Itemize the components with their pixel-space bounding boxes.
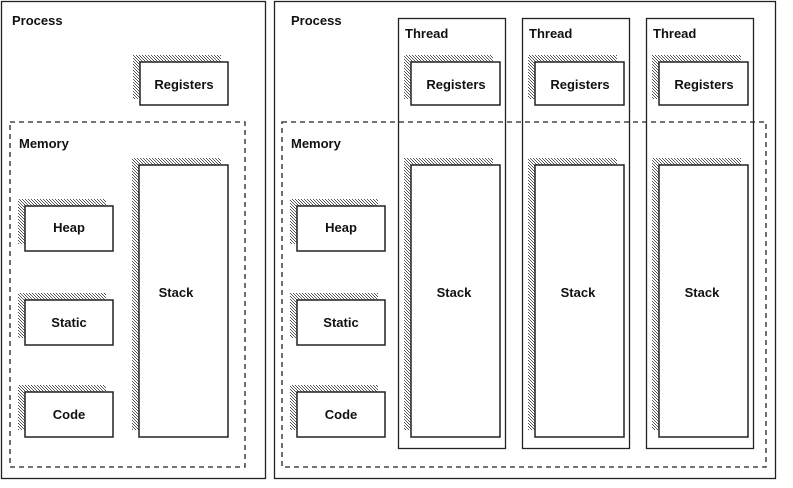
thread-1-registers-label: Registers (426, 77, 485, 92)
single-heap-box: Heap (18, 199, 114, 252)
single-process: Process Registers Memory Heap Static Cod… (0, 0, 267, 480)
thread-3-registers-label: Registers (674, 77, 733, 92)
multi-memory-frame (281, 121, 767, 468)
thread-3-stack-label: Stack (685, 285, 720, 300)
thread-1-stack-label: Stack (437, 285, 472, 300)
thread-1-label: Thread (405, 26, 448, 41)
multi-memory-label: Memory (291, 136, 342, 151)
thread-3: Thread Registers Stack (645, 17, 755, 450)
multi-heap-label: Heap (325, 220, 357, 235)
multi-process-label: Process (291, 13, 342, 28)
multi-static-label: Static (323, 315, 358, 330)
single-process-label: Process (12, 13, 63, 28)
thread-3-frame (645, 17, 755, 450)
single-code-label: Code (53, 407, 86, 422)
single-memory-label: Memory (19, 136, 70, 151)
thread-3-label: Thread (653, 26, 696, 41)
multi-memory-region: Memory (281, 121, 767, 468)
multi-heap-box: Heap (290, 199, 386, 252)
thread-2-registers-label: Registers (550, 77, 609, 92)
single-process-frame (0, 0, 267, 480)
thread-2-stack-label: Stack (561, 285, 596, 300)
multi-static-box: Static (290, 293, 386, 346)
single-memory-region: Memory (9, 121, 246, 468)
thread-2-frame (521, 17, 631, 450)
thread-1: Thread Registers Stack (397, 17, 507, 450)
thread-2-label: Thread (529, 26, 572, 41)
single-registers-label: Registers (154, 77, 213, 92)
thread-2: Thread Registers Stack (521, 17, 631, 450)
multi-process: Process Memory Heap Static Code Thread (273, 0, 777, 480)
multi-code-box: Code (290, 385, 386, 438)
single-static-box: Static (18, 293, 114, 346)
single-stack-box: Stack (132, 158, 229, 438)
thread-1-frame (397, 17, 507, 450)
single-stack-label: Stack (159, 285, 194, 300)
single-registers-box: Registers (133, 55, 229, 106)
multi-code-label: Code (325, 407, 358, 422)
single-code-box: Code (18, 385, 114, 438)
single-heap-label: Heap (53, 220, 85, 235)
multi-process-frame (273, 0, 777, 480)
single-memory-frame (9, 121, 246, 468)
single-static-label: Static (51, 315, 86, 330)
